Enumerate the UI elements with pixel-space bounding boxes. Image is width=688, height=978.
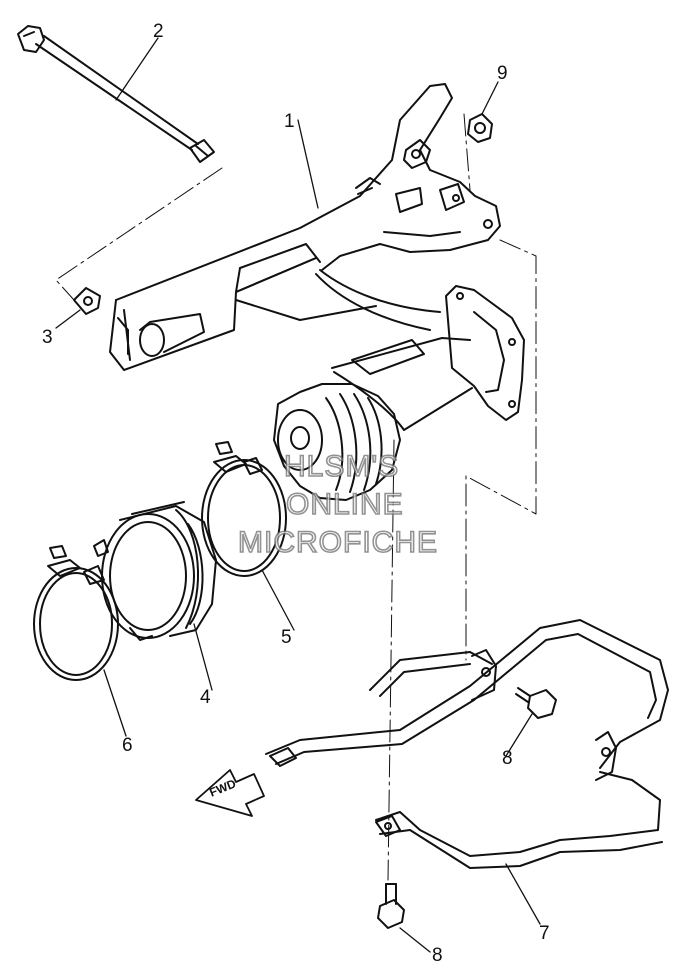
callout-part-8-lower: 8 [432, 945, 443, 966]
callout-part-4: 4 [200, 687, 211, 708]
pivot-shaft [17, 25, 215, 163]
callout-part-8-upper: 8 [502, 748, 513, 769]
callout-part-2: 2 [153, 21, 164, 42]
watermark-line1: HLSM'S [283, 450, 400, 483]
bolt-8a [515, 687, 557, 719]
bracket-7 [265, 619, 669, 869]
band-clamp-5 [201, 441, 287, 577]
callout-part-1: 1 [284, 111, 295, 132]
callout-part-9: 9 [497, 63, 508, 84]
callout-part-6: 6 [122, 735, 133, 756]
callout-part-7: 7 [539, 923, 550, 944]
callout-part-3: 3 [42, 327, 53, 348]
reference-lines [55, 113, 537, 881]
watermark-line3: MICROFICHE [237, 526, 438, 559]
leader-lines [55, 37, 541, 953]
arm-housing [273, 285, 525, 501]
band-clamp-6 [33, 545, 119, 681]
swingarm [109, 83, 501, 371]
nut-9 [467, 113, 493, 143]
watermark-line2: ONLINE [285, 488, 404, 521]
boot-4 [93, 501, 217, 641]
fwd-arrow-icon [195, 769, 265, 817]
callout-part-5: 5 [281, 627, 292, 648]
washer-3 [73, 287, 101, 315]
bolt-8b [377, 883, 405, 929]
